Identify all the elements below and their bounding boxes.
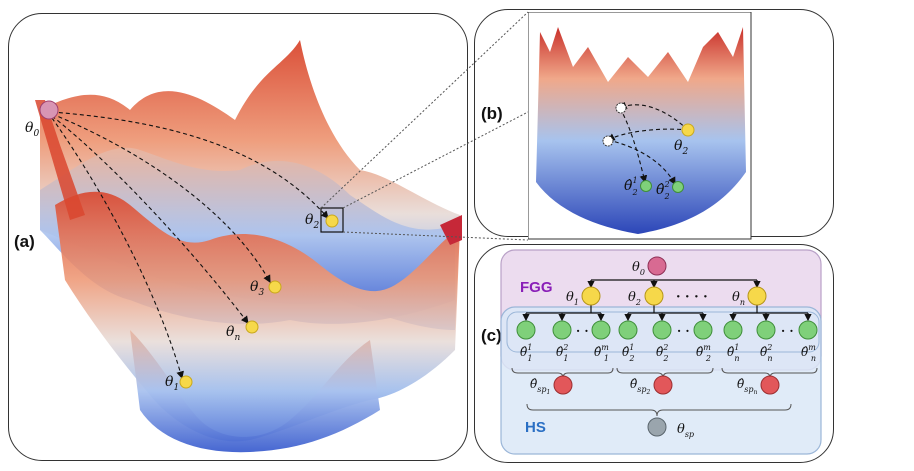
tree-dots-leaf-2: · ·: [677, 324, 690, 338]
tree-thetan-label: θn: [732, 290, 745, 307]
fgg-label: FGG: [520, 279, 553, 296]
landscape-basin: [130, 330, 380, 453]
label-theta1: θ1: [165, 374, 179, 393]
node-leaf-2-2: [652, 320, 672, 340]
tree-dots-leaf-1: · ·: [576, 324, 589, 338]
hs-label: HS: [525, 419, 546, 436]
zoom-white-1: [615, 102, 627, 114]
node-final: [647, 417, 667, 437]
panel-b-label: (b): [481, 104, 503, 123]
zoom-green-2: [672, 181, 684, 193]
start-point: [39, 100, 59, 120]
node-sp-n: [760, 375, 780, 395]
zoom-start: [681, 123, 695, 137]
trajectory-to-thetan: [51, 115, 249, 324]
tree-root-label: θ0: [632, 260, 645, 277]
sp-label-1: θ̂sp1: [530, 377, 550, 396]
panel-a-label: (a): [14, 232, 35, 251]
point-thetan: [245, 320, 259, 334]
zoom-line-top: [320, 11, 529, 209]
zoom-line-mid: [342, 111, 529, 209]
zoom-box: [320, 207, 344, 233]
node-leaf-n-m: [798, 320, 818, 340]
zoom-traj-4: [607, 139, 676, 185]
node-leaf-2-m: [693, 320, 713, 340]
tree-theta2-label: θ2: [628, 290, 641, 307]
zoom-traj-2: [607, 128, 689, 141]
node-leaf-n-2: [756, 320, 776, 340]
node-root: [647, 256, 667, 276]
node-leaf-2-1: [618, 320, 638, 340]
trajectory-to-theta2: [51, 111, 329, 219]
node-thetan: [747, 286, 767, 306]
zoom-green-1: [640, 180, 652, 192]
tree-dots-top: · · · ·: [676, 290, 708, 305]
node-leaf-1-1: [516, 320, 536, 340]
zoom-label-theta2: θ2: [674, 138, 688, 157]
node-sp-2: [653, 375, 673, 395]
leaf-group-box: [506, 311, 820, 353]
zoom-white-2: [602, 135, 614, 147]
tree-theta1-label: θ1: [566, 290, 579, 307]
node-theta1: [581, 286, 601, 306]
tree-final-label: θsp: [677, 422, 694, 439]
sp-label-2: θ̂sp2: [630, 377, 650, 396]
node-leaf-n-1: [723, 320, 743, 340]
sp-label-3: θ̂spn: [737, 377, 757, 396]
point-theta1: [179, 375, 193, 389]
label-theta2: θ2: [305, 212, 319, 231]
node-sp-1: [553, 375, 573, 395]
label-theta0: θ0: [25, 120, 39, 139]
panel-c-frame: [474, 244, 834, 463]
panel-c-label: (c): [481, 326, 502, 345]
label-theta3: θ3: [250, 279, 264, 298]
landscape-peak-right: [440, 215, 462, 245]
landscape-peak-left: [35, 100, 85, 220]
point-theta3: [268, 280, 282, 294]
trajectory-to-theta3: [51, 113, 271, 283]
point-theta2: [325, 214, 339, 228]
label-thetan: θn: [226, 324, 240, 343]
brace-sp: [526, 403, 792, 417]
node-leaf-1-m: [591, 320, 611, 340]
node-theta2: [644, 286, 664, 306]
zoom-surface: [536, 27, 746, 234]
tree-dots-leaf-n: · ·: [781, 324, 794, 338]
zoom-traj-3: [619, 107, 648, 184]
node-leaf-1-2: [552, 320, 572, 340]
zoom-line-bottom: [342, 231, 529, 241]
